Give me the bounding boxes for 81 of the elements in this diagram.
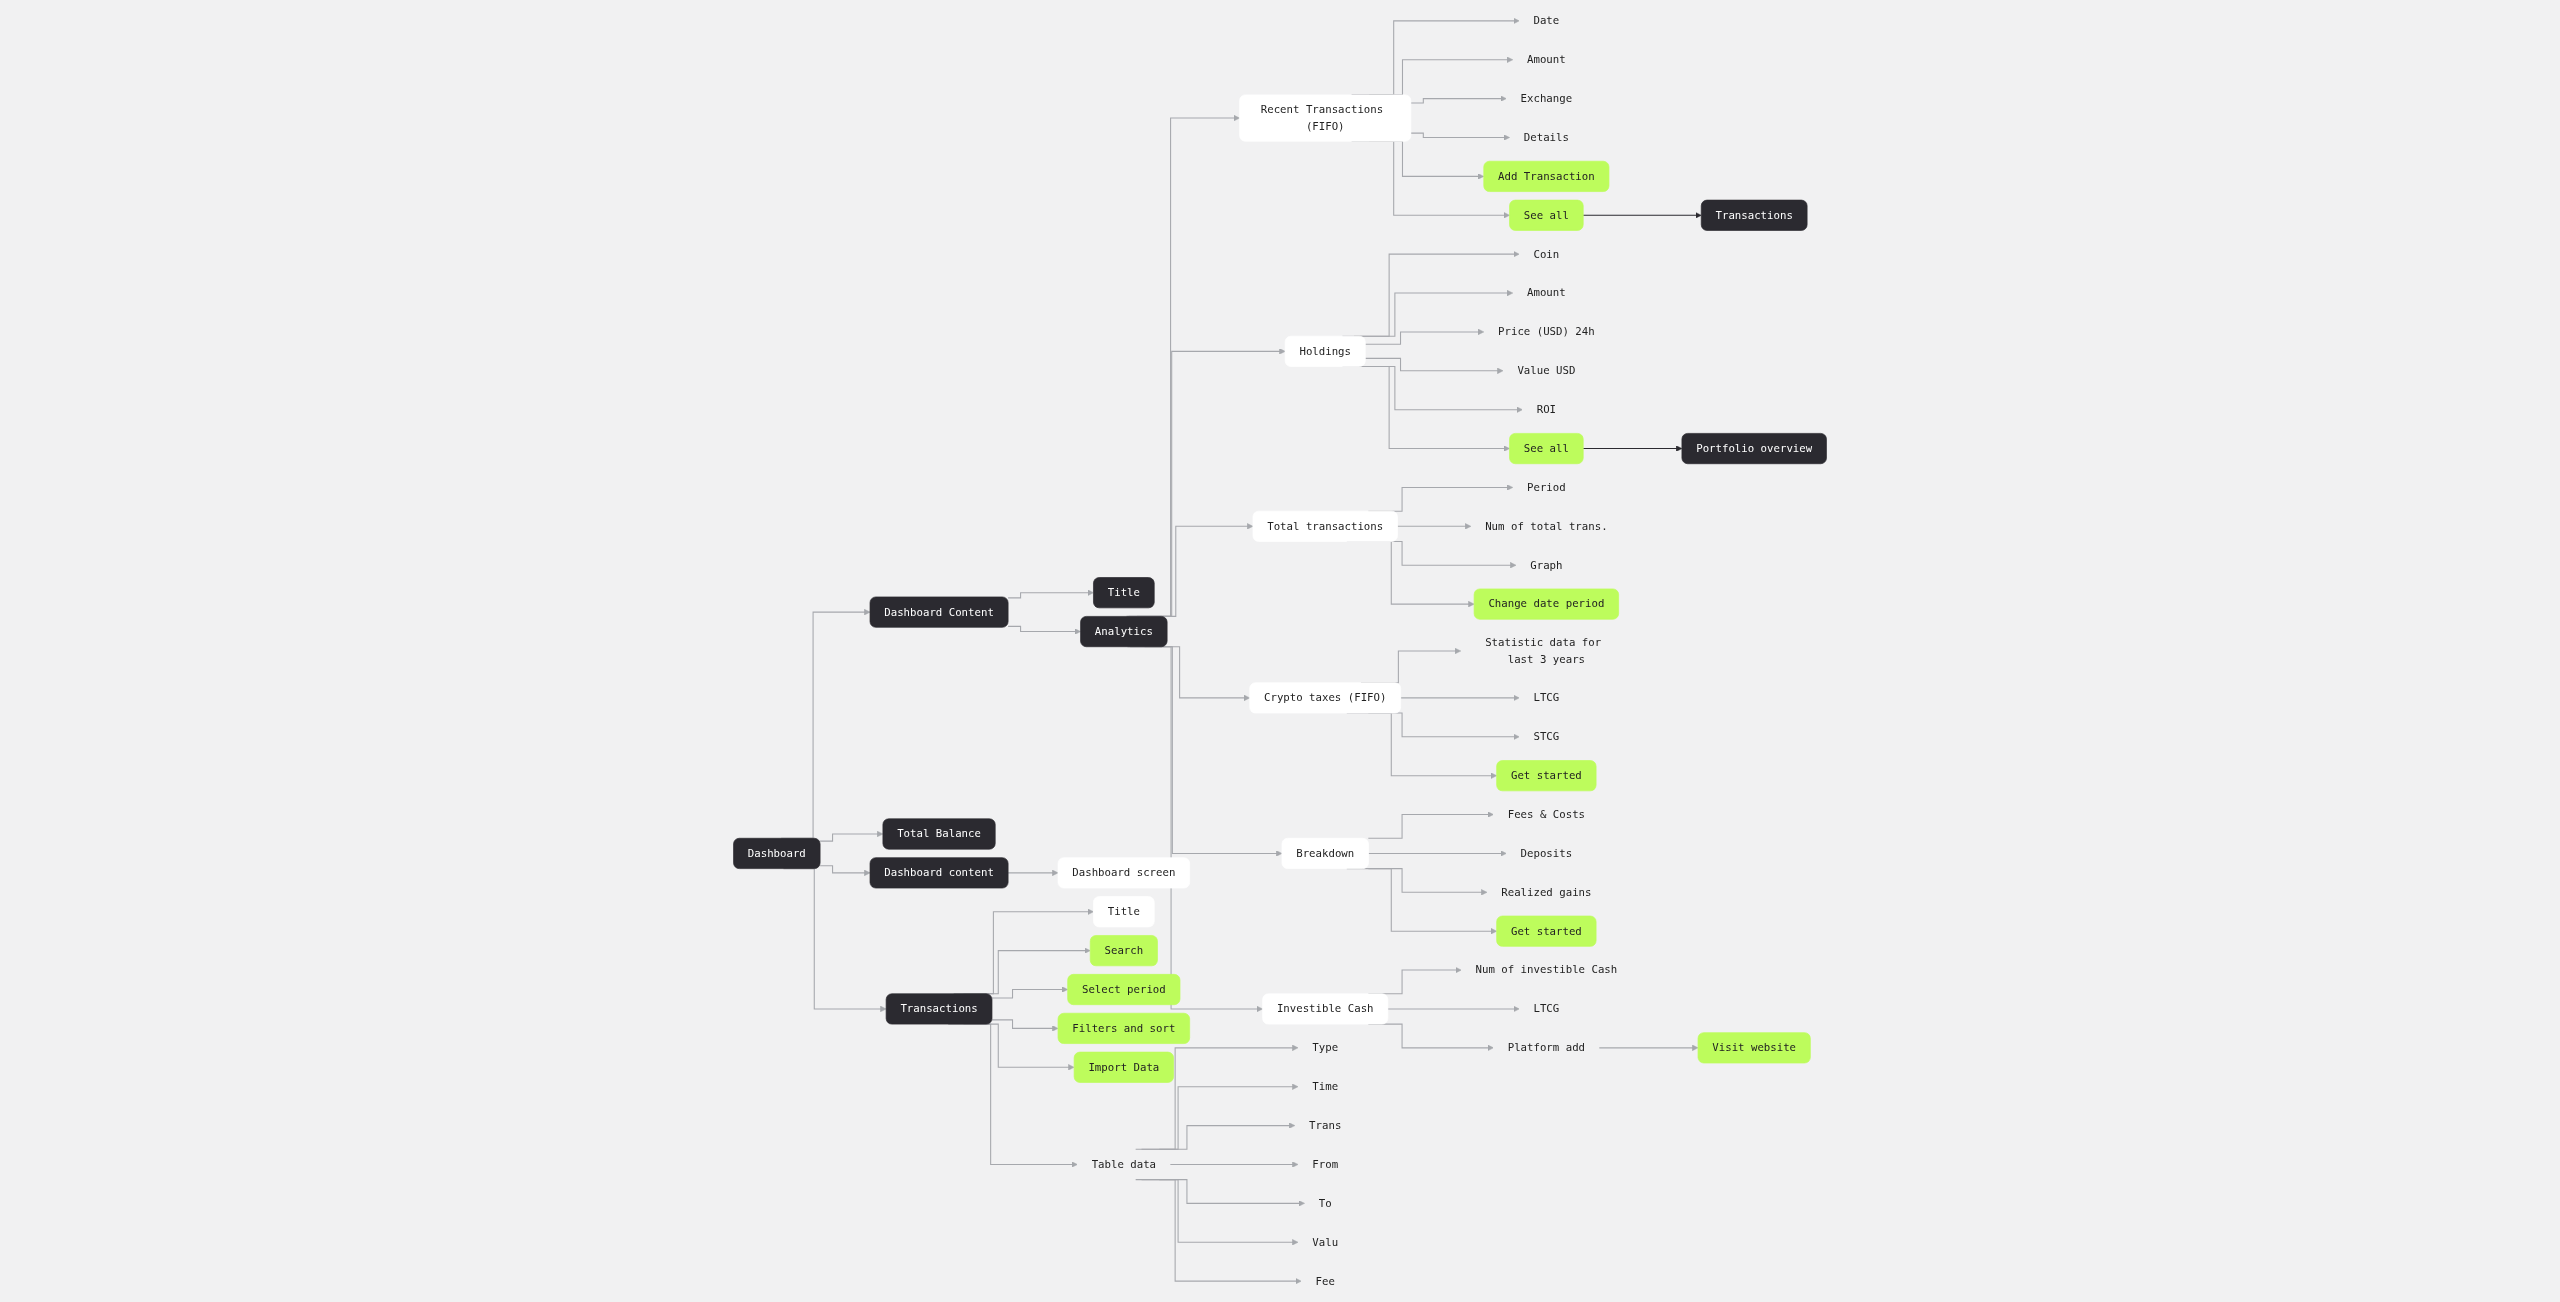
- node-text: Num of total trans.: [1485, 519, 1608, 533]
- node-text: Deposits: [1520, 846, 1573, 860]
- arrow: [1007, 589, 1094, 599]
- arrow: [1367, 811, 1494, 839]
- node-text: Value USD: [1517, 364, 1576, 378]
- arrow: [1007, 869, 1059, 876]
- node-text: Type: [1312, 1041, 1339, 1055]
- arrow: [819, 865, 871, 876]
- arrow: [1135, 1179, 1302, 1285]
- node-text: Period: [1527, 480, 1566, 494]
- node-box: See all: [1509, 199, 1584, 231]
- node-text: Statistic data for last 3 years: [1485, 636, 1602, 666]
- node-box: Crypto taxes (FIFO): [1249, 682, 1402, 714]
- node-box: Visit website: [1697, 1032, 1811, 1064]
- arrow: [1007, 625, 1081, 635]
- node-box: Portfolio overview: [1681, 433, 1827, 465]
- node-box: Analytics: [1080, 616, 1168, 648]
- node-box: Filters and sort: [1057, 1012, 1190, 1044]
- arrow: [1367, 850, 1507, 857]
- node-text: Realized gains: [1501, 885, 1592, 899]
- node-box: Transactions: [885, 993, 993, 1025]
- node-box: Title: [1093, 896, 1155, 928]
- node-text: To: [1318, 1196, 1332, 1210]
- node-text: STCG: [1533, 730, 1560, 744]
- arrow: [819, 830, 884, 842]
- node-text: LTCG: [1533, 691, 1560, 705]
- node-box: Total Balance: [882, 818, 996, 850]
- node-text: Price (USD) 24h: [1498, 325, 1595, 339]
- node-box: Investible Cash: [1262, 993, 1389, 1025]
- node-text: Exchange: [1520, 92, 1573, 105]
- node-text: Amount: [1527, 286, 1566, 300]
- arrow: [1387, 1005, 1520, 1013]
- node-text: Fees & Costs: [1507, 807, 1586, 821]
- arrow: [1169, 1161, 1299, 1168]
- node-box: See all: [1509, 433, 1584, 465]
- arrow: [1141, 1083, 1299, 1150]
- node-text: Table data: [1091, 1157, 1157, 1171]
- node-box: Transactions: [1700, 199, 1808, 231]
- node-box: Dashboard Content: [869, 596, 1009, 628]
- node-box: Search: [1089, 935, 1158, 967]
- node-text: Amount: [1527, 53, 1566, 66]
- node-text: Fee: [1315, 1274, 1335, 1288]
- node-text: Platform add: [1507, 1041, 1586, 1055]
- arrow: [1598, 1044, 1699, 1051]
- arrow: [1364, 328, 1485, 345]
- node-box: Dashboard screen: [1057, 857, 1190, 889]
- node-text: Num of investible Cash: [1475, 963, 1618, 977]
- arrow: [1396, 523, 1472, 530]
- node-box: Get started: [1496, 915, 1597, 947]
- arrow: [1135, 1044, 1299, 1150]
- node-box: Title: [1093, 577, 1155, 609]
- node-text: LTCG: [1533, 1002, 1560, 1016]
- arrow: [1410, 95, 1507, 104]
- node-text: Date: [1533, 14, 1560, 28]
- arrow: [1400, 694, 1520, 702]
- node-box: Add Transaction: [1483, 160, 1610, 192]
- arrow: [1582, 212, 1702, 219]
- node-box: Breakdown: [1281, 837, 1369, 869]
- node-box: Import Data: [1073, 1051, 1174, 1083]
- node-text: ROI: [1536, 403, 1557, 416]
- node-box: Recent Transactions (FIFO): [1239, 94, 1412, 142]
- node-box: Dashboard content: [869, 857, 1009, 889]
- node-text: Details: [1523, 130, 1569, 144]
- node-text: Time: [1312, 1080, 1339, 1093]
- node-text: From: [1312, 1157, 1339, 1171]
- node-box: Select period: [1067, 974, 1181, 1006]
- node-text: Graph: [1530, 558, 1563, 572]
- node-text: Coin: [1533, 247, 1560, 261]
- arrow: [991, 1019, 1059, 1032]
- node-box: Get started: [1496, 760, 1597, 792]
- arrow: [1158, 1122, 1296, 1150]
- node-text: Valu: [1312, 1235, 1339, 1249]
- arrow: [1582, 445, 1683, 452]
- arrow: [1410, 132, 1510, 141]
- node-box: Holdings: [1284, 335, 1366, 367]
- node-box: Total transactions: [1252, 510, 1398, 542]
- node-box: Change date period: [1473, 588, 1619, 620]
- node-box: Dashboard: [733, 837, 821, 869]
- arrow: [991, 986, 1068, 999]
- arrow: [1364, 357, 1504, 374]
- node-text: Trans: [1309, 1119, 1342, 1132]
